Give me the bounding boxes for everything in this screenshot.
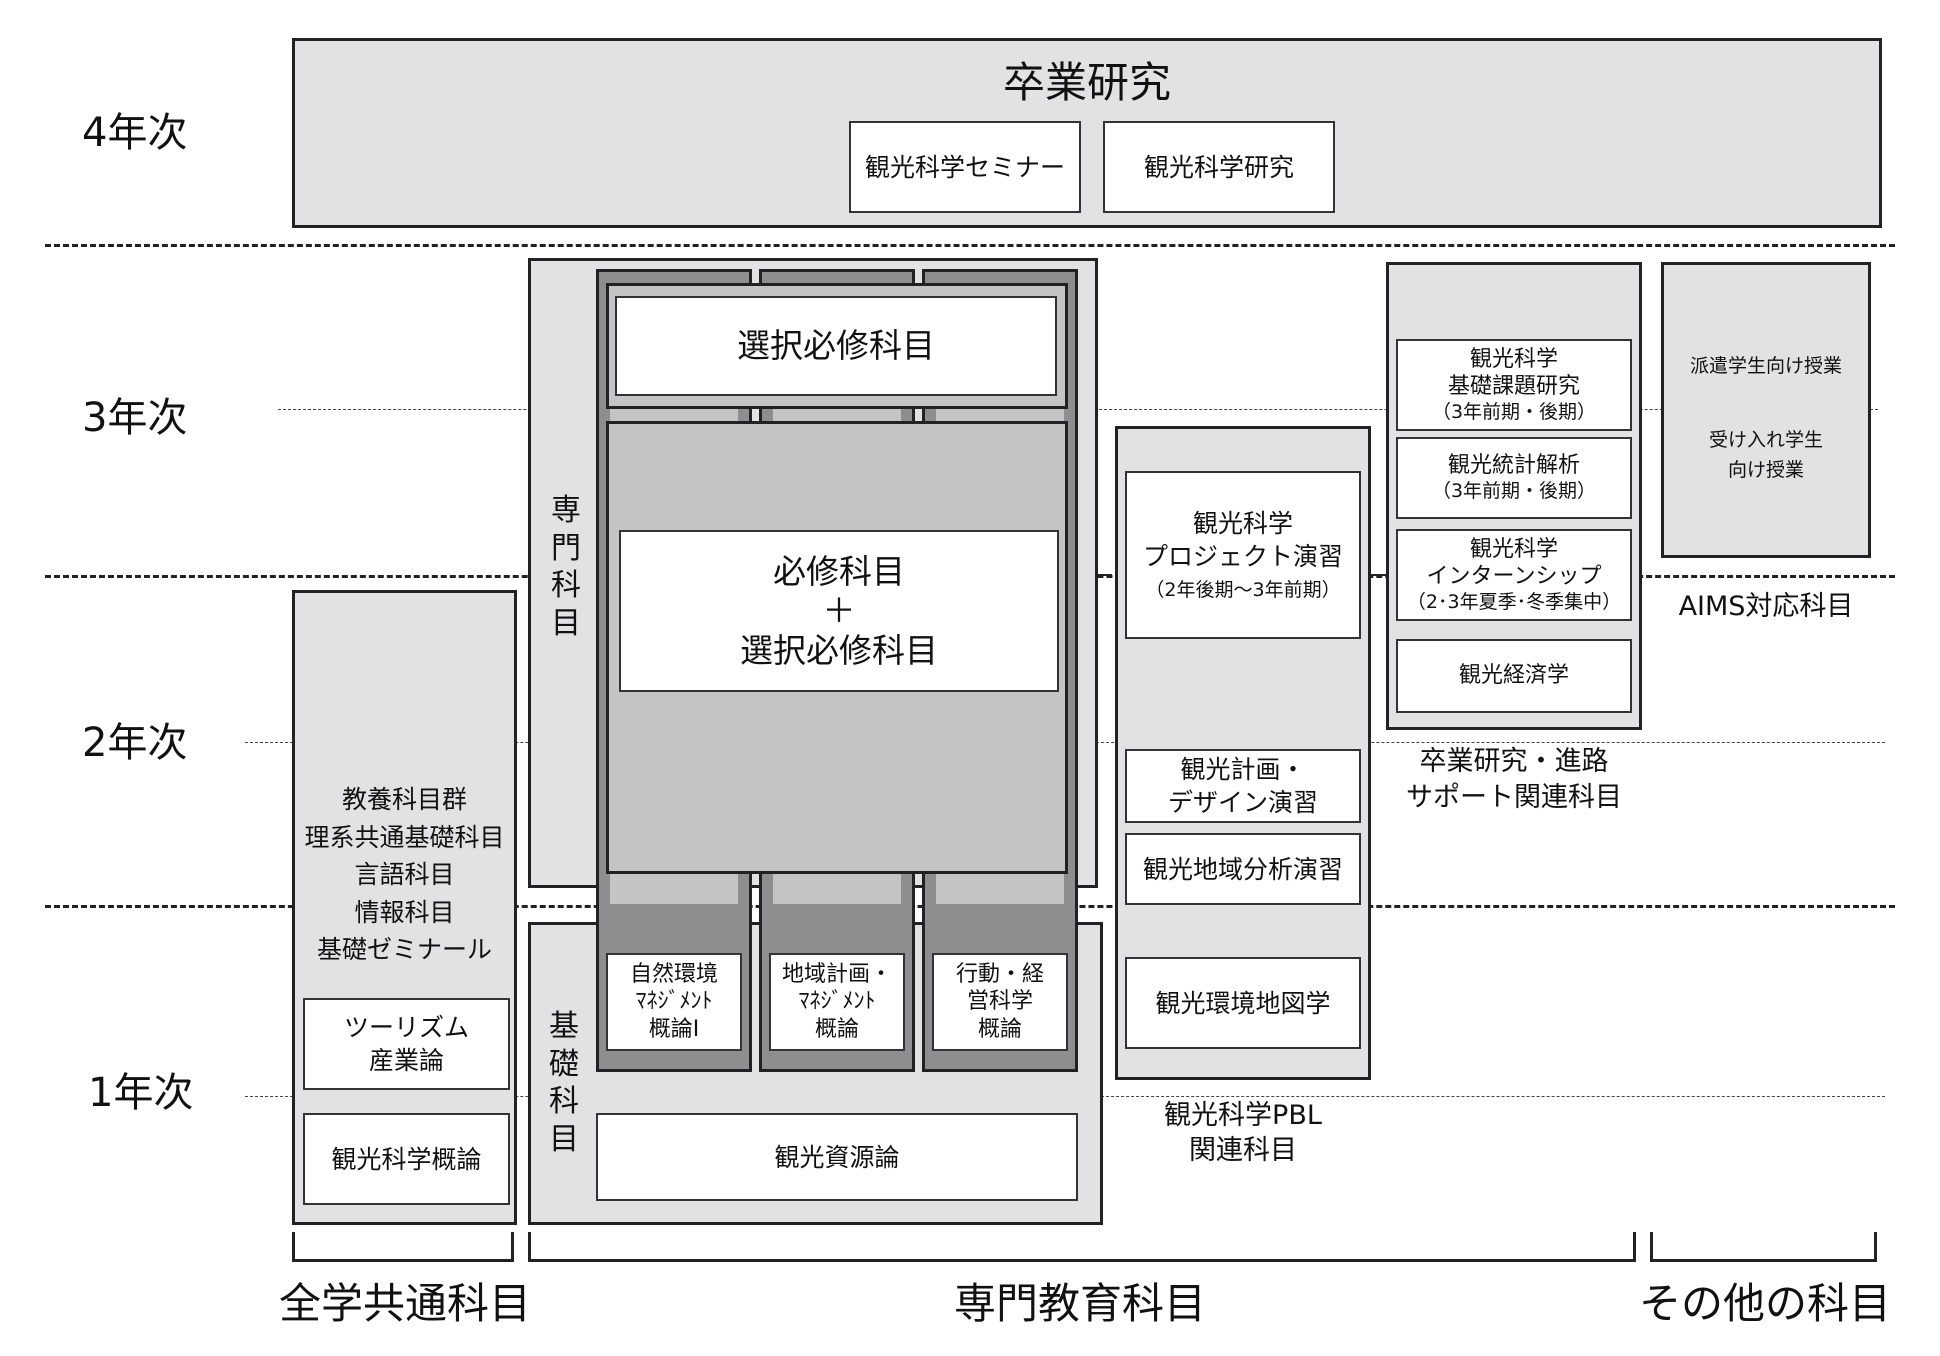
- course-internship-term: （2･3年夏季･冬季集中）: [1406, 590, 1622, 613]
- common-subjects-list: 教養科目群 理系共通基礎科目 言語科目 情報科目 基礎ゼミナール: [304, 785, 505, 964]
- pbl-label: 観光科学PBL 関連科目: [1164, 1100, 1322, 1167]
- year-label-2: 2年次: [82, 720, 188, 766]
- course-economics: 観光経済学: [1396, 639, 1632, 713]
- year-label-3: 3年次: [82, 395, 188, 441]
- support-connector-left: [1371, 574, 1386, 576]
- specialized-subjects-label: 専門科目: [551, 493, 581, 641]
- course-basic-research-title: 観光科学 基礎課題研究: [1447, 346, 1580, 400]
- course-dispatch-students: 派遣学生向け授業: [1689, 355, 1842, 377]
- course-basic-research-term: （3年前期・後期）: [1431, 400, 1597, 423]
- graduation-research-box: 卒業研究 観光科学セミナー 観光科学研究: [292, 38, 1882, 228]
- course-intro-behavior: 行動・経 営科学 概論: [932, 953, 1068, 1051]
- course-tourism-resources: 観光資源論: [596, 1113, 1078, 1201]
- course-tourism-seminar: 観光科学セミナー: [849, 121, 1081, 213]
- aims-box: 派遣学生向け授業 受け入れ学生 向け授業: [1661, 262, 1871, 558]
- course-accept-students: 受け入れ学生 向け授業: [1708, 429, 1823, 482]
- course-tourism-research: 観光科学研究: [1103, 121, 1335, 213]
- support-box: 観光科学 基礎課題研究 （3年前期・後期） 観光統計解析 （3年前期・後期） 観…: [1386, 262, 1642, 730]
- pbl-connector-left: [1098, 574, 1112, 576]
- course-tourism-industry: ツーリズム 産業論: [303, 998, 510, 1090]
- aims-label: AIMS対応科目: [1678, 591, 1854, 622]
- support-label: 卒業研究・進路 サポート関連科目: [1406, 746, 1622, 813]
- course-intro-tourism: 観光科学概論: [303, 1113, 510, 1205]
- course-basic-research: 観光科学 基礎課題研究 （3年前期・後期）: [1396, 339, 1632, 431]
- course-regional-analysis: 観光地域分析演習: [1125, 833, 1361, 905]
- bracket-major: [528, 1232, 1636, 1262]
- common-subjects-box: 教養科目群 理系共通基礎科目 言語科目 情報科目 基礎ゼミナール ツーリズム 産…: [292, 590, 517, 1225]
- pbl-box: 観光科学 プロジェクト演習 （2年後期〜3年前期） 観光計画・ デザイン演習 観…: [1115, 426, 1371, 1080]
- bracket-other: [1650, 1232, 1877, 1262]
- separator-4-3: [45, 244, 1895, 247]
- year-label-4: 4年次: [82, 110, 188, 156]
- year-label-1: 1年次: [88, 1070, 194, 1116]
- course-project-practice-title: 観光科学 プロジェクト演習: [1142, 509, 1343, 572]
- graduation-research-title: 卒業研究: [1002, 58, 1171, 107]
- course-internship-title: 観光科学 インターンシップ: [1426, 536, 1602, 590]
- course-required-plus-elective: 必修科目 ＋ 選択必修科目: [619, 530, 1059, 692]
- course-intro-nature: 自然環境 ﾏﾈｼﾞﾒﾝﾄ 概論Ⅰ: [606, 953, 742, 1051]
- basic-subjects-label: 基礎科目: [549, 1009, 579, 1157]
- category-other: その他の科目: [1638, 1279, 1891, 1328]
- course-environment-map: 観光環境地図学: [1125, 957, 1361, 1049]
- category-common: 全学共通科目: [278, 1279, 531, 1328]
- course-intro-regional: 地域計画・ ﾏﾈｼﾞﾒﾝﾄ 概論: [769, 953, 905, 1051]
- course-planning-design: 観光計画・ デザイン演習: [1125, 749, 1361, 823]
- course-statistics: 観光統計解析 （3年前期・後期）: [1396, 437, 1632, 519]
- course-internship: 観光科学 インターンシップ （2･3年夏季･冬季集中）: [1396, 529, 1632, 621]
- bracket-common: [292, 1232, 514, 1262]
- course-statistics-term: （3年前期・後期）: [1431, 479, 1597, 502]
- course-statistics-title: 観光統計解析: [1447, 453, 1580, 479]
- course-elective-required: 選択必修科目: [615, 296, 1057, 396]
- category-major: 専門教育科目: [953, 1279, 1206, 1328]
- course-project-practice-term: （2年後期〜3年前期）: [1145, 579, 1341, 602]
- course-project-practice: 観光科学 プロジェクト演習 （2年後期〜3年前期）: [1125, 471, 1361, 639]
